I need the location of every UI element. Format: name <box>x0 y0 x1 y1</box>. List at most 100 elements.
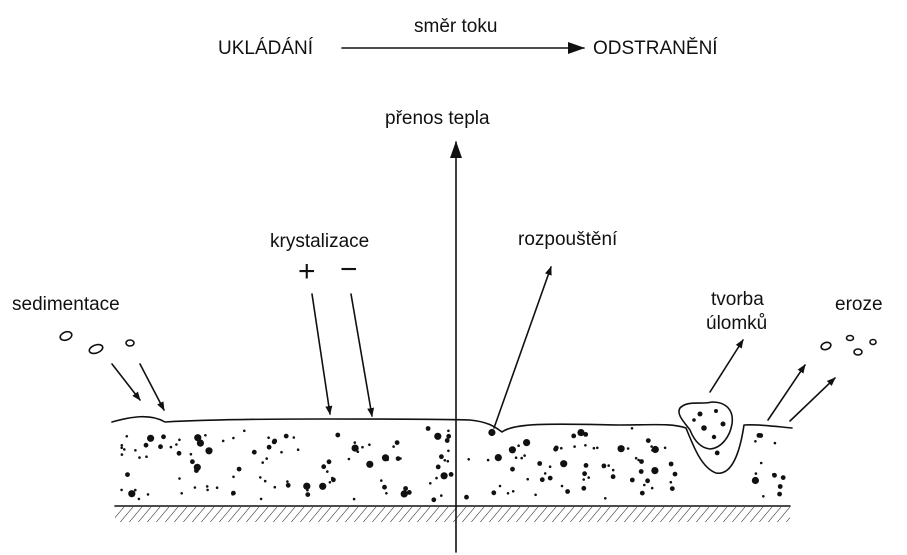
sediment-grain <box>441 472 448 479</box>
sediment-grain <box>467 458 470 461</box>
sediment-grain <box>158 444 163 449</box>
erosion-label: eroze <box>835 294 883 315</box>
sediment-grain <box>190 459 195 464</box>
sediment-grain <box>120 489 123 492</box>
sediment-grain <box>464 495 469 500</box>
sediment-grain <box>651 487 654 490</box>
sediment-grain <box>447 460 450 463</box>
sediment-grain <box>571 434 576 439</box>
flow-direction-label: směr toku <box>414 16 497 37</box>
sediment-grain <box>488 429 495 436</box>
sediment-grain <box>267 445 272 450</box>
sediment-grain <box>548 476 553 481</box>
crystallization-minus-sign: − <box>340 253 358 286</box>
sediment-grain <box>645 478 650 483</box>
sediment-grain <box>138 456 141 459</box>
bedrock-hatching <box>115 507 790 522</box>
sediment-grain <box>507 492 510 495</box>
sediment-grain <box>382 485 387 490</box>
sedimentation-arrow-1 <box>112 364 140 400</box>
sediment-grain <box>366 461 373 468</box>
sediment-grain <box>439 454 444 459</box>
sediment-grains <box>120 426 785 502</box>
sediment-grain <box>436 465 441 470</box>
sediment-grain <box>178 439 181 442</box>
sediment-grain <box>540 477 545 482</box>
fragmentation-arrow <box>710 340 743 392</box>
sediment-grain <box>560 447 563 450</box>
sediment-grain <box>335 433 340 438</box>
sediment-grain <box>651 467 658 474</box>
sediment-grain <box>232 476 235 479</box>
sediment-grain <box>264 480 267 483</box>
sediment-grain <box>772 473 775 476</box>
sediment-grain <box>319 483 326 490</box>
sediment-grain <box>274 486 277 489</box>
sediment-grain <box>577 429 584 436</box>
sediment-grain <box>650 445 653 448</box>
sediment-grain <box>537 461 542 466</box>
sediment-grain <box>216 486 219 489</box>
sediment-grain <box>596 447 599 450</box>
sediment-grain <box>510 467 515 472</box>
sediment-grain <box>573 445 576 448</box>
sediment-grain <box>520 457 523 460</box>
sediment-grain <box>327 459 332 464</box>
sediment-grain <box>437 436 440 439</box>
sediment-grain <box>611 474 616 479</box>
sediment-grain <box>260 498 263 501</box>
sediment-grain <box>554 446 559 451</box>
sediment-grain <box>261 461 264 464</box>
sediment-grain <box>303 483 310 490</box>
sediment-grain <box>180 492 183 495</box>
sediment-grain <box>584 463 589 468</box>
sediment-grain <box>138 498 141 501</box>
sediment-grain <box>380 479 383 482</box>
dissolution-arrow <box>494 267 551 428</box>
sediment-grain <box>646 438 651 443</box>
sediment-grain <box>499 485 502 488</box>
sediment-grain <box>446 434 451 439</box>
sediment-grain <box>128 490 135 497</box>
sediment-grain <box>495 454 502 461</box>
sediment-grain <box>587 476 590 479</box>
sediment-grain <box>582 478 585 481</box>
sediment-grain <box>752 477 759 484</box>
sediment-grain <box>607 464 610 467</box>
sediment-grain <box>523 439 530 446</box>
sediment-grain <box>565 489 570 494</box>
sediment-grain <box>194 468 199 473</box>
sediment-grain <box>631 427 634 430</box>
sediment-grain <box>206 489 209 492</box>
sediment-grain <box>348 458 351 461</box>
sediment-grain <box>326 470 329 473</box>
sediment-grain <box>582 471 587 476</box>
sediment-grain <box>267 436 270 439</box>
sediment-grain <box>635 457 638 460</box>
sediment-grain <box>777 492 782 497</box>
sediment-grain <box>581 486 586 491</box>
sediment-grain <box>549 465 552 468</box>
sediment-grain <box>144 443 149 448</box>
sediment-grain <box>639 469 644 474</box>
sediment-grain <box>361 446 364 449</box>
sediment-grain <box>673 472 678 477</box>
sediment-grain <box>602 464 607 469</box>
sediment-grain <box>512 490 515 493</box>
sediment-grain <box>204 434 207 437</box>
sediment-grain <box>618 445 625 452</box>
sediment-grain <box>651 449 654 452</box>
sediment-grain <box>435 477 438 480</box>
sediment-grain <box>177 451 182 456</box>
sediment-grain <box>515 456 518 459</box>
sediment-grain <box>392 445 395 448</box>
crystallization-label: krystalizace <box>270 231 369 252</box>
sediment-grain <box>534 494 537 497</box>
sediment-grain <box>399 457 402 460</box>
sediment-grain <box>125 472 130 477</box>
sediment-grain <box>523 454 526 457</box>
sediment-grain <box>762 495 765 498</box>
sediment-grain <box>120 447 123 450</box>
sediment-grain <box>526 478 529 481</box>
sediment-grain <box>243 430 246 433</box>
